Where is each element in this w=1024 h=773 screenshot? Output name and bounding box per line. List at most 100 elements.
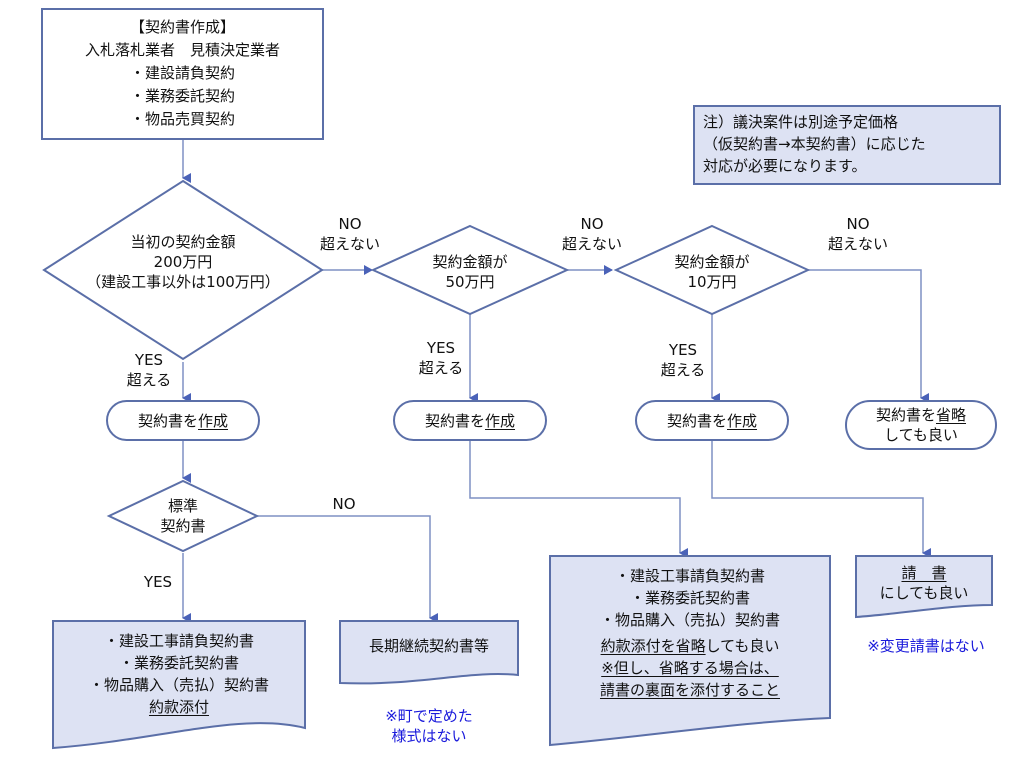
note-text: 様式はない (391, 727, 467, 745)
doc-item: ・物品購入（売払）契約書 (88, 676, 269, 694)
doc-item: ・業務委託契約書 (629, 589, 750, 607)
process-create-3: 契約書を作成 (636, 411, 788, 431)
label-no: NO (332, 495, 356, 513)
connector-create2-docmid (469, 440, 688, 558)
doc-right-text: にしても良い (879, 584, 969, 602)
doc-caveat: ※但し、省略する場合は、 (601, 659, 779, 677)
process-text: 契約書を (424, 412, 485, 430)
label-no: NO (580, 215, 604, 233)
decision-10man: 契約金額が 10万円 (642, 252, 782, 292)
label-yes: YES (668, 341, 698, 359)
process-create-1: 契約書を作成 (107, 411, 259, 431)
decision-initial-amount-shape (42, 179, 324, 361)
doc-item: ・物品購入（売払）契約書 (599, 611, 780, 629)
label-exceed: 超える (660, 361, 706, 379)
process-create-3-shape (635, 400, 789, 441)
label-no-d2: NO 超えない (552, 214, 632, 254)
decision-text: 契約金額が (674, 253, 750, 271)
doc-caveat: 請書の裏面を添付すること (599, 681, 780, 699)
label-yes: YES (134, 351, 164, 369)
note-box: 注）議決案件は別途予定価格 （仮契約書→本契約書）に応じた 対応が必要になります… (693, 105, 1001, 185)
label-not-exceed: 超えない (561, 235, 622, 253)
label-no: NO (846, 215, 870, 233)
connector-d4-doclong (257, 515, 438, 623)
doc-right-shape (855, 555, 993, 619)
decision-standard-contract: 標準 契約書 (133, 496, 233, 536)
doc-mid: ・建設工事請負契約書 ・業務委託契約書 ・物品購入（売払）契約書 約款添付を省略… (550, 565, 830, 701)
process-text: 契約書を (875, 406, 936, 424)
start-box-item: ・物品売買契約 (129, 110, 235, 128)
connector-d3-omit (808, 269, 929, 403)
decision-text: 標準 (167, 497, 198, 515)
label-no: NO (338, 215, 362, 233)
note-line: （仮契約書→本契約書）に応じた (703, 135, 926, 153)
doc-item: ・業務委託契約書 (118, 654, 239, 672)
label-no-d1: NO 超えない (310, 214, 390, 254)
doc-right: 請 書 にしても良い (856, 563, 992, 603)
note-text: ※町で定めた (385, 707, 473, 725)
note-text: ※変更請書はない (867, 637, 985, 655)
label-yes-d1: YES 超える (114, 350, 184, 390)
process-text-underlined: 省略 (936, 406, 967, 424)
doc-item: ・建設工事請負契約書 (103, 632, 254, 650)
start-box-shape (41, 8, 324, 140)
decision-50man-shape (370, 224, 570, 316)
decision-50man: 契約金額が 50万円 (400, 252, 540, 292)
decision-initial-amount: 当初の契約金額 200万円 （建設工事以外は100万円） (60, 232, 306, 292)
process-create-1-shape (106, 400, 260, 441)
start-box-item: ・建設請負契約 (129, 64, 235, 82)
process-omit-line2: しても良い (884, 426, 958, 444)
decision-text: 10万円 (687, 273, 737, 291)
doc-long-shape (339, 620, 519, 685)
doc-long-note: ※町で定めた 様式はない (340, 706, 518, 746)
decision-text: 契約書 (160, 517, 206, 535)
decision-text: 50万円 (445, 273, 495, 291)
label-yes: YES (426, 339, 456, 357)
label-no-d3: NO 超えない (818, 214, 898, 254)
doc-left: ・建設工事請負契約書 ・業務委託契約書 ・物品購入（売払）契約書 約款添付 (53, 630, 305, 718)
start-box-item: ・業務委託契約 (129, 87, 235, 105)
start-box: 【契約書作成】 入札落札業者 見積決定業者 ・建設請負契約 ・業務委託契約 ・物… (42, 16, 323, 131)
doc-item: ・建設工事請負契約書 (614, 567, 765, 585)
decision-standard-contract-shape (106, 479, 260, 553)
process-create-2-shape (393, 400, 547, 441)
label-yes-d4: YES (138, 572, 178, 592)
connector-create3-docright (711, 440, 931, 558)
doc-attach: 約款添付 (148, 698, 209, 716)
process-create-2: 契約書を作成 (394, 411, 546, 431)
process-omit: 契約書を省略 しても良い (846, 405, 996, 445)
doc-right-title: 請 書 (901, 564, 947, 582)
label-exceed: 超える (418, 359, 464, 377)
label-exceed: 超える (126, 371, 172, 389)
doc-left-shape (52, 620, 306, 750)
label-not-exceed: 超えない (827, 235, 888, 253)
process-text-underlined: 作成 (727, 412, 758, 430)
note-line: 注）議決案件は別途予定価格 (703, 113, 899, 131)
doc-mid-shape (549, 555, 831, 747)
decision-text: 200万円 (153, 253, 213, 271)
start-box-line1: 入札落札業者 見積決定業者 (84, 41, 280, 59)
label-yes-d3: YES 超える (648, 340, 718, 380)
label-yes-d2: YES 超える (406, 338, 476, 378)
process-text-underlined: 作成 (198, 412, 229, 430)
start-box-title: 【契約書作成】 (129, 18, 235, 36)
doc-right-note: ※変更請書はない (836, 636, 1016, 656)
doc-long-text: 長期継続契約書等 (368, 637, 489, 655)
decision-10man-shape (613, 224, 811, 316)
decision-text: （建設工事以外は100万円） (86, 273, 280, 291)
decision-text: 当初の契約金額 (130, 233, 236, 251)
label-yes: YES (143, 573, 173, 591)
note-line: 対応が必要になります。 (703, 157, 867, 175)
decision-text: 契約金額が (432, 253, 508, 271)
doc-long: 長期継続契約書等 (340, 636, 518, 656)
process-text: 契約書を (666, 412, 727, 430)
doc-omit: 約款添付を省略 (600, 637, 706, 655)
label-not-exceed: 超えない (319, 235, 380, 253)
process-text: 契約書を (137, 412, 198, 430)
doc-omit-rest: しても良い (705, 637, 780, 655)
label-no-d4: NO (324, 494, 364, 514)
process-text-underlined: 作成 (485, 412, 516, 430)
process-omit-shape (845, 400, 997, 450)
